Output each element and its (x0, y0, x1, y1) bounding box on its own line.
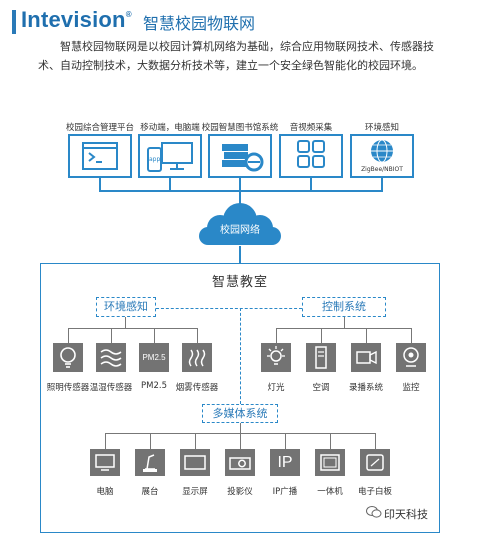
computer-icon (90, 449, 120, 476)
media-section-label: 多媒体系统 (202, 404, 278, 423)
terminal-icon (82, 142, 118, 170)
env-label-lighting: 照明传感器 (46, 383, 90, 393)
ip-icon-text: IP (277, 454, 293, 471)
aircon-icon (306, 343, 336, 372)
top-label-env: 环境感知 (364, 123, 400, 133)
connector (381, 178, 383, 191)
light-icon (261, 343, 291, 372)
top-label-devices: 移动端，电脑端 (140, 123, 200, 133)
bulb-icon (53, 343, 83, 372)
connector (310, 178, 312, 191)
env-box: ZigBee/NBIOT (350, 134, 414, 178)
globe-icon (371, 139, 393, 163)
tree-line (321, 328, 322, 343)
tree-line (330, 433, 331, 449)
projector-icon (225, 449, 255, 476)
booth-icon (135, 449, 165, 476)
waves-icon (96, 343, 126, 372)
tree-line (111, 328, 112, 343)
control-label-aircon: 空调 (312, 383, 330, 393)
control-section-label: 控制系统 (302, 297, 386, 317)
brand-logo: Intevision® (21, 7, 132, 32)
media-label-computer: 电脑 (96, 487, 114, 497)
terminal-box (68, 134, 132, 178)
tree-line (276, 328, 412, 329)
top-label-management: 校园综合管理平台 (65, 123, 135, 133)
control-label-light: 灯光 (267, 383, 285, 393)
tree-line (240, 433, 241, 449)
tree-line (375, 433, 376, 449)
media-label-projector: 投影仪 (227, 487, 253, 497)
cloud-label: 校园网络 (220, 225, 260, 236)
library-icon (222, 144, 264, 172)
env-control-link (156, 308, 302, 309)
tree-line (195, 433, 196, 449)
whiteboard-icon (360, 449, 390, 476)
tree-line (285, 433, 286, 449)
connector (99, 178, 101, 191)
media-label-booth: 展台 (141, 487, 159, 497)
media-label-display: 显示屏 (182, 487, 208, 497)
video-icon (351, 343, 381, 372)
allinone-icon (315, 449, 345, 476)
tree-line (276, 328, 277, 343)
connector (239, 190, 241, 204)
title-accent-bar (12, 10, 16, 34)
library-box (208, 134, 272, 178)
devices-icon (147, 142, 193, 172)
media-label-ip: IP广播 (272, 487, 298, 497)
env-label-pm25: PM2.5 (141, 381, 167, 391)
media-label-allinone: 一体机 (317, 487, 343, 497)
tree-line (240, 423, 241, 433)
env-label-smoke: 烟雾传感器 (175, 383, 219, 393)
control-label-monitor: 监控 (402, 383, 420, 393)
camera-icon (396, 343, 426, 372)
grid-icon (297, 140, 325, 168)
tree-line (197, 328, 198, 343)
cloud-icon (199, 203, 281, 245)
connector (169, 178, 171, 191)
classroom-frame (40, 263, 440, 533)
control-label-recording: 录播系统 (348, 383, 384, 393)
tree-line (154, 328, 155, 343)
watermark: 印天科技 (384, 508, 428, 521)
connector-bus (99, 190, 383, 192)
tree-line (125, 317, 126, 328)
top-label-library: 校园智慧图书馆系统 (201, 123, 279, 133)
page-title: 智慧校园物联网 (143, 14, 256, 33)
tree-line (68, 328, 197, 329)
tree-line (366, 328, 367, 343)
zigbee-badge: ZigBee/NBIOT (361, 166, 403, 173)
wechat-icon (366, 506, 382, 518)
connector (239, 178, 241, 191)
pm25-icon-text: PM2.5 (142, 353, 166, 362)
ip-icon: IP (270, 449, 300, 476)
smoke-icon (182, 343, 212, 372)
classroom-title: 智慧教室 (211, 275, 268, 290)
connector (239, 246, 241, 263)
app-icon-text: app (149, 156, 161, 163)
devices-box: app (138, 134, 202, 178)
av-box (279, 134, 343, 178)
display-icon (180, 449, 210, 476)
intro-paragraph: 智慧校园物联网是以校园计算机网络为基础，综合应用物联网技术、传感器技术、自动控制… (38, 40, 434, 72)
pm25-icon: PM2.5 (139, 343, 169, 372)
media-label-whiteboard: 电子白板 (357, 487, 393, 497)
tree-line (411, 328, 412, 343)
top-label-av: 音视频采集 (289, 123, 333, 133)
media-link (240, 308, 241, 404)
tree-line (150, 433, 151, 449)
tree-line (68, 328, 69, 343)
tree-line (344, 317, 345, 328)
env-label-humidity: 温湿传感器 (89, 383, 133, 393)
env-section-label: 环境感知 (96, 297, 156, 317)
tree-line (105, 433, 106, 449)
